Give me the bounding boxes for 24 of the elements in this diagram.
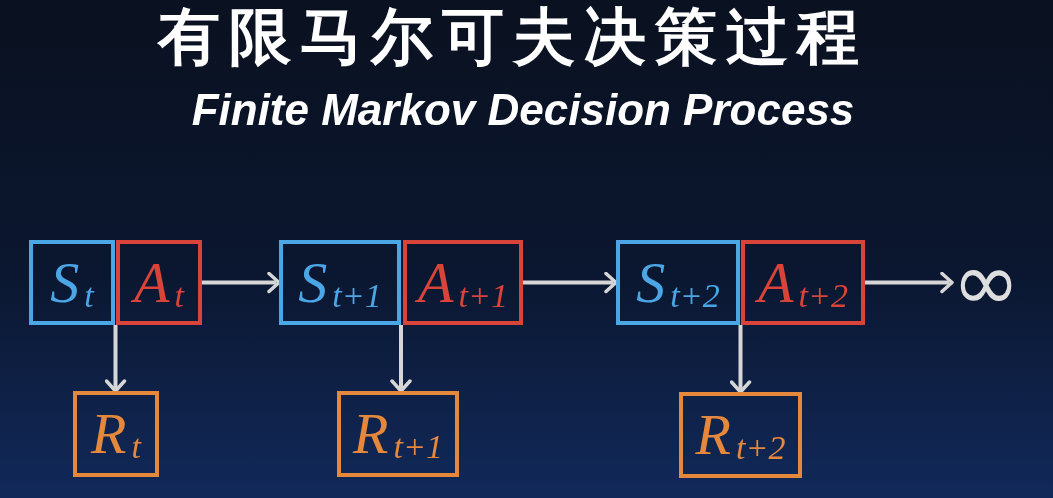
state-box: [279, 240, 401, 325]
reward-label: R$_{t+1}$: [353, 405, 443, 463]
arrow: [104, 325, 127, 393]
title: 有限马尔可夫决策过程: [156, 6, 869, 68]
action-box: [741, 240, 865, 325]
reward-box: [73, 391, 159, 477]
arrow: [202, 271, 281, 294]
action-box: [403, 240, 523, 325]
arrow: [390, 325, 412, 393]
action-box: [116, 240, 202, 325]
arrow: [865, 271, 954, 294]
state-label: S$_{t}$: [50, 253, 94, 312]
arrow: [729, 325, 752, 394]
arrow: [523, 271, 618, 294]
reward-label: R$_{t}$: [91, 405, 141, 463]
state-box: [29, 240, 115, 325]
state-box: [616, 240, 740, 325]
infinity-symbol: ∞: [952, 249, 1021, 315]
reward-label: R$_{t+2}$: [695, 406, 786, 464]
state-label: S$_{t+1}$: [298, 253, 382, 312]
reward-box: [337, 391, 459, 477]
state-label: S$_{t+2}$: [636, 253, 720, 312]
reward-box: [679, 392, 802, 478]
subtitle: Finite Markov Decision Process: [190, 88, 856, 132]
